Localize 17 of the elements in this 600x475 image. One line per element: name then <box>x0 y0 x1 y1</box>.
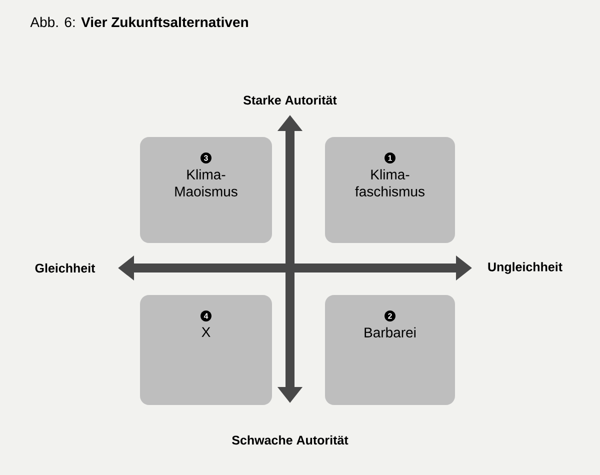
quadrant-box <box>140 295 272 405</box>
quadrant-box <box>140 137 272 243</box>
quadrant-box <box>325 137 455 243</box>
box-label: Klima-faschismus <box>355 169 424 196</box>
axis-label: Schwache Autorität <box>232 435 348 445</box>
axis-label: Ungleichheit <box>488 262 562 274</box>
number-badge: 3 <box>200 152 212 164</box>
box-label: Barbarei <box>364 327 416 338</box>
box-label: Klima-Maoismus <box>175 169 238 196</box>
number-badge: 4 <box>200 310 212 322</box>
quadrant-box <box>325 295 455 405</box>
box-label: X <box>202 327 210 337</box>
number-badge: 1 <box>384 152 396 164</box>
axis-label: Starke Autorität <box>243 95 337 105</box>
title: Abb. 6: Vier Zukunftsalternativen <box>30 16 248 28</box>
number-badge: 2 <box>384 310 396 322</box>
axis-label: Gleichheit <box>35 263 96 273</box>
